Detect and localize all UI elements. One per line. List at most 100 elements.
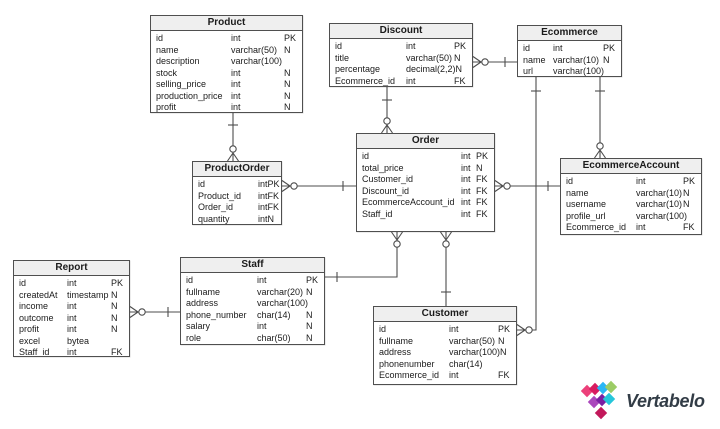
column-name: fullname — [186, 286, 221, 297]
column-name: username — [566, 199, 607, 209]
column-flag: N — [476, 162, 483, 173]
column-name: id — [379, 324, 387, 334]
column-name: name — [566, 187, 589, 198]
column-type: int — [67, 301, 77, 311]
column-name: address — [379, 347, 412, 357]
column-type: int — [67, 347, 77, 357]
table-title: Staff — [181, 258, 324, 273]
column-type: char(50) — [257, 332, 291, 343]
column-name: EcommerceAccount_id — [362, 197, 455, 207]
column-type: int — [636, 176, 646, 186]
column-type: int — [258, 190, 268, 201]
column-name: Staff_id — [19, 347, 50, 357]
column-type: int — [636, 222, 646, 232]
column-name: income — [19, 301, 49, 311]
column-flag — [498, 359, 512, 371]
logo-tile — [588, 382, 602, 396]
column-type: int — [231, 90, 241, 101]
column-name: quantity — [198, 213, 230, 224]
column-name: profile_url — [566, 210, 606, 221]
column-type: int — [67, 278, 77, 288]
column-name: Staff_id — [362, 208, 393, 219]
column-name: createdAt — [19, 289, 58, 300]
column-name: name — [156, 44, 179, 55]
table-row: percentage decimal(2,2)N — [335, 64, 468, 76]
column-type: int — [231, 79, 241, 89]
column-type: decimal(2,2) — [406, 64, 456, 74]
column-type: int — [461, 174, 471, 184]
column-name: title — [335, 52, 350, 63]
column-type: varchar(10) — [636, 187, 683, 198]
column-type: int — [258, 202, 268, 212]
column-flag: N — [111, 324, 118, 334]
column-type: int — [231, 67, 241, 78]
column-name: id — [19, 278, 27, 288]
column-type: int — [461, 185, 471, 196]
column-flag: N — [306, 286, 313, 297]
logo-tile — [587, 395, 601, 409]
column-flag: N — [284, 44, 291, 55]
column-type: varchar(100) — [231, 56, 283, 66]
column-flag — [687, 211, 701, 223]
column-name: Ecommerce_id — [566, 222, 627, 232]
table-row: income int N — [19, 301, 125, 313]
column-name: profit — [156, 102, 177, 112]
column-type: varchar(100) — [449, 347, 501, 357]
column-flag: PK — [284, 33, 297, 43]
column-flag: N — [455, 64, 463, 74]
column-type: int — [231, 33, 241, 43]
column-type: varchar(50) — [231, 44, 278, 55]
table-title: EcommerceAccount — [561, 159, 701, 174]
column-name: profit — [19, 324, 40, 334]
column-name: Ecommerce_id — [379, 370, 440, 380]
column-flag — [284, 56, 298, 68]
column-flag: FK — [267, 202, 280, 212]
column-flag: FK — [111, 347, 123, 357]
column-type: varchar(100) — [257, 298, 309, 308]
column-type: int — [449, 370, 459, 380]
column-flag: PK — [476, 151, 489, 161]
column-name: percentage — [335, 64, 381, 74]
column-name: excel — [19, 335, 41, 346]
column-flag: PK — [498, 324, 511, 334]
column-type: int — [406, 41, 416, 51]
column-type: int — [67, 324, 77, 334]
column-name: Discount_id — [362, 185, 410, 196]
column-type: int — [461, 197, 471, 207]
table-row: profit int N — [19, 324, 125, 336]
vertabelo-logo-text: Vertabelo — [626, 390, 705, 411]
column-flag: N — [500, 347, 507, 357]
column-flag: PK — [267, 179, 280, 189]
column-flag: PK — [603, 43, 616, 53]
column-name: id — [335, 41, 343, 51]
table-title: Customer — [374, 307, 516, 322]
column-name: Ecommerce_id — [335, 75, 396, 86]
column-flag: FK — [267, 190, 280, 201]
column-name: fullname — [379, 335, 414, 346]
rel-staff-order — [325, 232, 398, 278]
logo-tile — [580, 384, 594, 398]
column-flag: N — [111, 301, 118, 311]
column-flag: N — [454, 52, 461, 63]
